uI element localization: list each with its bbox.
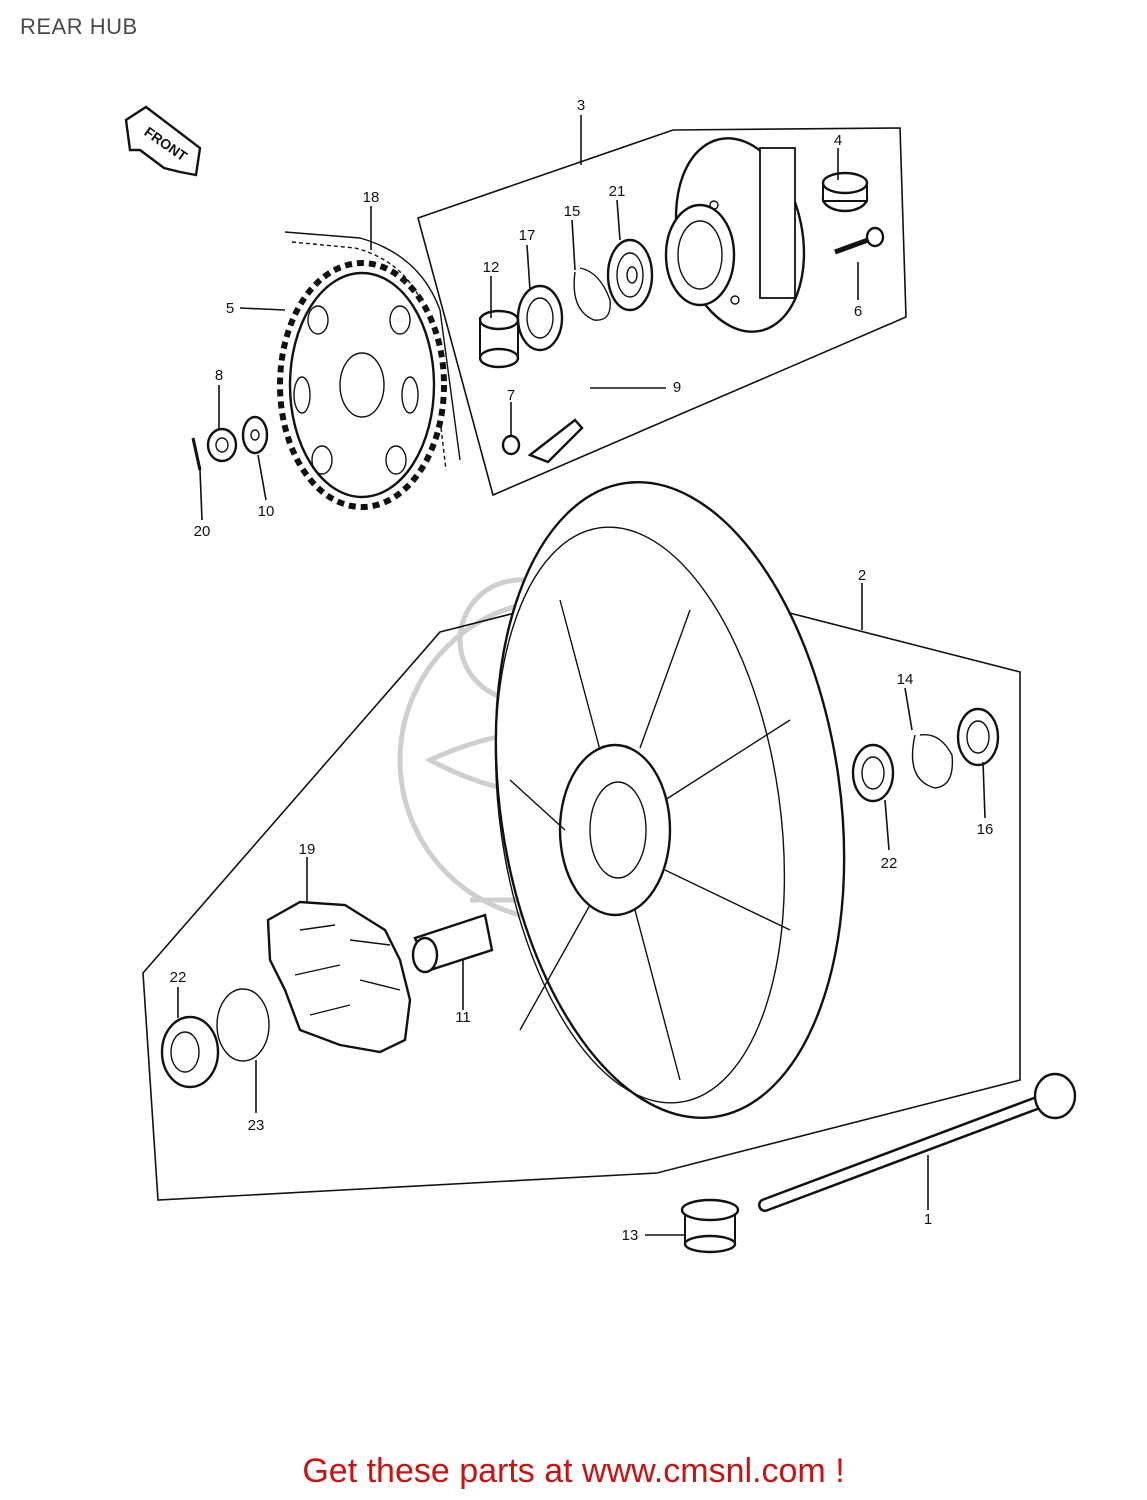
lock-plate-9 <box>527 418 584 464</box>
bushing-4 <box>821 171 869 213</box>
bearing-22-right <box>851 743 895 803</box>
circlip-14 <box>911 733 954 789</box>
nut-8 <box>206 427 238 463</box>
damper-19 <box>266 900 412 1054</box>
footer-link[interactable]: Get these parts at www.cmsnl.com ! <box>302 1452 845 1490</box>
part-label: 16 <box>977 821 994 838</box>
part-label: 22 <box>170 969 187 986</box>
part-label: 19 <box>299 841 316 858</box>
leader-lines <box>177 115 986 1236</box>
part-label: 1 <box>924 1211 932 1228</box>
part-label: 17 <box>519 227 536 244</box>
upper-assembly-frame <box>417 127 907 497</box>
part-label: 7 <box>507 387 515 404</box>
bearing-22-left <box>160 1015 220 1089</box>
cotter-pin-20 <box>191 437 202 471</box>
bolt-6 <box>834 226 885 255</box>
collar-12 <box>478 309 520 369</box>
part-label: 20 <box>194 523 211 540</box>
circlip-15 <box>573 267 611 321</box>
part-label: 11 <box>455 1009 471 1026</box>
part-label: 2 <box>858 567 866 584</box>
collar-13 <box>680 1198 740 1254</box>
front-arrow-icon: FRONT <box>124 105 202 177</box>
part-label: 15 <box>564 203 581 220</box>
rear-wheel-2 <box>494 481 846 1119</box>
page-title: REAR HUB <box>20 14 138 39</box>
o-ring-23 <box>216 988 270 1062</box>
nut-7 <box>501 434 521 456</box>
part-label: 3 <box>577 97 585 114</box>
part-label: 5 <box>226 300 234 317</box>
seal-16 <box>956 707 1000 767</box>
part-label: 23 <box>248 1117 265 1134</box>
part-label: 12 <box>483 259 500 276</box>
axle-1 <box>758 1072 1077 1212</box>
part-label: 9 <box>673 379 681 396</box>
sprocket-hub <box>664 137 806 333</box>
part-label: 6 <box>854 303 862 320</box>
part-label: 22 <box>881 855 898 872</box>
part-label: 13 <box>622 1227 639 1244</box>
part-labels: 3 4 5 6 7 8 9 10 18 12 17 15 21 20 2 14 … <box>170 97 994 1244</box>
sprocket-5 <box>277 260 447 510</box>
part-label: 18 <box>363 189 380 206</box>
part-label: 14 <box>897 671 914 688</box>
part-label: 8 <box>215 367 223 384</box>
part-label: 4 <box>834 132 842 149</box>
washer-10 <box>241 415 269 455</box>
collar-11 <box>411 913 494 974</box>
seal-17 <box>516 284 564 352</box>
part-label: 10 <box>258 503 275 520</box>
part-label: 21 <box>609 183 626 200</box>
bearing-21 <box>606 238 654 312</box>
